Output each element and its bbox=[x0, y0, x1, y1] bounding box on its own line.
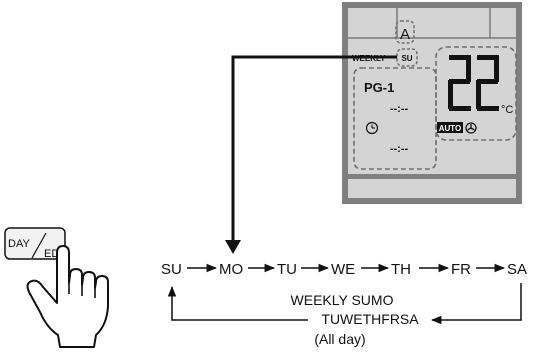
loop-label-line1: WEEKLY SUMO bbox=[291, 292, 394, 308]
day-button-label-top: DAY bbox=[8, 238, 30, 250]
remote-display: A WEEKLY SU PG-1 --:-- --:-- bbox=[342, 2, 522, 204]
program-label: PG-1 bbox=[364, 80, 394, 95]
indicator-arrow bbox=[225, 55, 397, 254]
auto-mode-label: AUTO bbox=[439, 124, 462, 133]
display-screen bbox=[348, 8, 516, 174]
callout-a-frame bbox=[395, 20, 415, 44]
day-indicator-frame bbox=[396, 48, 418, 67]
temperature-digit-ones bbox=[476, 55, 499, 111]
return-loop-left bbox=[167, 285, 308, 321]
time-placeholder-2: --:-- bbox=[390, 143, 409, 155]
temperature-digit-tens bbox=[448, 55, 471, 111]
return-loop-right bbox=[430, 283, 522, 325]
day-label: TU bbox=[277, 261, 297, 278]
time-placeholder-1: --:-- bbox=[390, 103, 409, 115]
day-label: SA bbox=[507, 261, 527, 278]
day-label: WE bbox=[331, 261, 355, 278]
day-button-slash bbox=[31, 232, 47, 259]
clock-icon bbox=[365, 121, 379, 135]
auto-mode-badge bbox=[437, 122, 463, 133]
fan-icon bbox=[465, 122, 477, 134]
day-label: SU bbox=[161, 261, 182, 278]
temperature-area bbox=[435, 46, 517, 141]
callout-a-letter: A bbox=[400, 26, 410, 43]
day-label: FR bbox=[451, 261, 471, 278]
loop-label-line3: (All day) bbox=[314, 331, 365, 347]
pointing-hand-icon bbox=[26, 245, 109, 348]
day-label: TH bbox=[391, 261, 411, 278]
day-button[interactable]: DAY ED bbox=[4, 227, 66, 260]
loop-label-line2: TUWETHFRSA bbox=[321, 311, 419, 327]
day-button-body[interactable] bbox=[4, 227, 66, 260]
lower-strip bbox=[348, 179, 516, 198]
temperature-unit: °C bbox=[501, 104, 513, 116]
day-indicator: SU bbox=[401, 54, 412, 63]
day-button-label-bottom: ED bbox=[44, 248, 59, 260]
day-label: MO bbox=[219, 261, 243, 278]
day-sequence: SU MO TU WE TH FR SA WEEKLY SUMO TUWETHF… bbox=[161, 261, 527, 347]
